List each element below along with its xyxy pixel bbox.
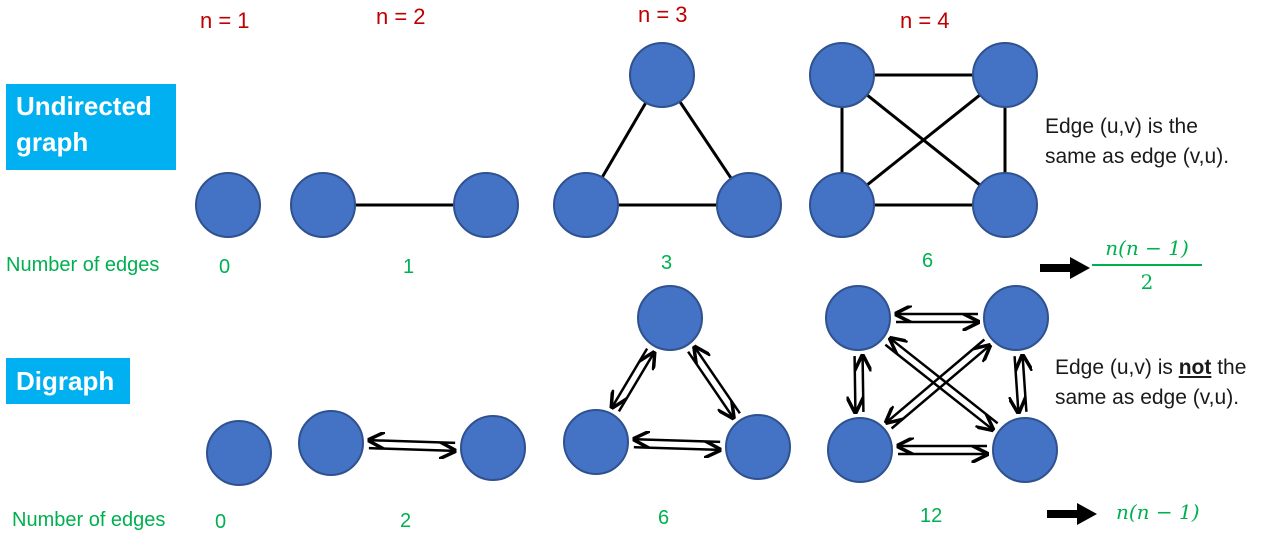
digraph-n2-node-2 — [460, 415, 526, 481]
digraph-n4-node-1 — [825, 285, 891, 351]
formula-denominator: 2 — [1140, 269, 1154, 294]
undirected-n4-node-2 — [972, 42, 1038, 108]
digraph-row-label: Number of edges — [12, 509, 166, 531]
digraph-n4-edge-1-3-forward-arrow — [855, 356, 856, 412]
undirected-n3-node-2 — [553, 172, 619, 238]
digraph-n4-node-3 — [827, 417, 893, 483]
digraph-n4-edge-2-4-forward-arrow — [1015, 356, 1019, 412]
undirected-n3-node-3 — [716, 172, 782, 238]
undirected-n2-node-1 — [290, 172, 356, 238]
undirected-count-n2: 1 — [403, 256, 415, 278]
undirected-n4-node-3 — [809, 172, 875, 238]
digraph-n4-edge-1-3-backward-arrow — [863, 356, 864, 412]
undirected-n1-node-1 — [195, 172, 261, 238]
digraph-n3-node-1 — [637, 285, 703, 351]
undirected-n3-node-1 — [629, 42, 695, 108]
undirected-note-line2: same as edge (v,u). — [1045, 145, 1230, 168]
digraph-n4-edge-2-3-backward-arrow — [890, 346, 990, 430]
undirected-n2-node-2 — [453, 172, 519, 238]
digraph-count-n3: 6 — [658, 507, 670, 529]
n1-label: n = 1 — [200, 8, 250, 33]
digraph-n3-edge-2-3-backward-arrow — [634, 439, 721, 442]
digraph-note: Edge (u,v) is not the same as edge (v,u)… — [1055, 353, 1246, 413]
n2-label: n = 2 — [376, 4, 426, 29]
digraph-n2-edge-forward-arrow — [368, 448, 455, 451]
digraph-n4-edge-2-4-backward-arrow — [1023, 356, 1027, 412]
digraph-n3-edge-1-3-backward-arrow — [695, 347, 741, 415]
digraph-n3-edge-1-2-backward-arrow — [617, 353, 654, 413]
formula-numerator: n(n − 1) — [1105, 236, 1189, 260]
digraph-count-n4: 12 — [920, 505, 943, 527]
digraph-note-pre: Edge (u,v) is — [1055, 356, 1179, 379]
n4-label: n = 4 — [900, 8, 950, 33]
digraph-title: Digraph — [6, 358, 130, 404]
digraph-note-line2: same as edge (v,u). — [1055, 386, 1240, 409]
digraph-count-n2: 2 — [400, 510, 412, 532]
digraph-n3-edge-1-2-forward-arrow — [612, 347, 649, 408]
digraph-n4-edge-1-4-backward-arrow — [890, 338, 999, 425]
undirected-count-n1: 0 — [219, 256, 231, 278]
digraph-n4-node-2 — [983, 285, 1049, 351]
digraph-n4-edge-2-3-forward-arrow — [886, 338, 986, 422]
digraph-formula: n(n − 1) — [1116, 500, 1200, 524]
digraph-n3-edge-1-3-forward-arrow — [687, 350, 733, 418]
undirected-n4-node-4 — [972, 172, 1038, 238]
undirected-implies-arrow — [1040, 257, 1090, 279]
undirected-title: Undirected graph — [6, 84, 176, 170]
n3-label: n = 3 — [638, 2, 688, 27]
digraph-implies-arrow — [1047, 503, 1097, 525]
undirected-n3-edge-1-2 — [600, 101, 648, 179]
digraph-n2-node-1 — [298, 410, 364, 476]
digraph-n1-node-1 — [206, 420, 272, 486]
undirected-note-line1: Edge (u,v) is the — [1045, 115, 1198, 138]
digraph-n2-edge-backward-arrow — [369, 440, 456, 443]
undirected-count-n3: 3 — [661, 252, 673, 274]
undirected-n4-edge-2-3 — [866, 93, 981, 187]
undirected-row-label: Number of edges — [6, 254, 160, 276]
undirected-n3-edge-1-3 — [678, 100, 733, 180]
digraph-n3-node-2 — [563, 409, 629, 475]
digraph-note-line1: Edge (u,v) is not the — [1055, 353, 1246, 383]
digraph-note-bold: not — [1178, 356, 1212, 379]
undirected-note: Edge (u,v) is the same as edge (v,u). — [1045, 112, 1229, 172]
digraph-n4-node-4 — [992, 417, 1058, 483]
fraction-bar — [1092, 264, 1202, 266]
undirected-n4-node-1 — [809, 42, 875, 108]
digraph-n3-node-3 — [725, 414, 791, 480]
digraph-n3-edge-2-3-forward-arrow — [633, 447, 720, 450]
undirected-count-n4: 6 — [922, 250, 934, 272]
digraph-note-post: the — [1211, 356, 1247, 379]
digraph-count-n1: 0 — [215, 511, 227, 533]
undirected-formula: n(n − 1) 2 — [1092, 236, 1202, 294]
